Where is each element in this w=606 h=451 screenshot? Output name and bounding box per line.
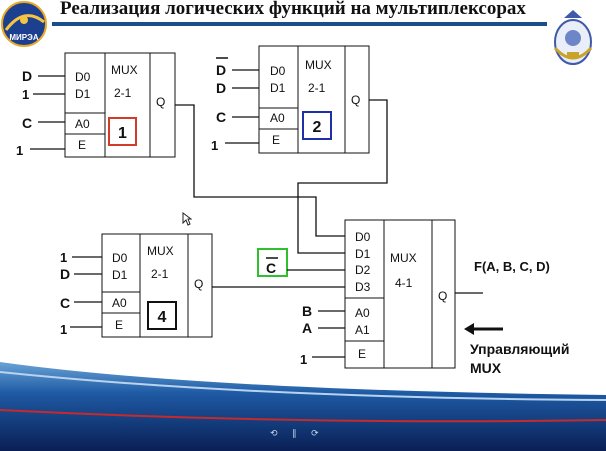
mux1-type: 2-1 — [114, 86, 132, 100]
pause-icon[interactable]: ∥ — [292, 428, 297, 438]
control-label-line2: MUX — [470, 360, 502, 376]
emblem-logo — [553, 10, 593, 65]
mux2-type: 2-1 — [308, 81, 326, 95]
mirea-logo: МИРЭА — [1, 1, 47, 47]
main-signal-e: 1 — [300, 352, 307, 367]
mux1-select-a0: A0 — [75, 117, 90, 131]
mux1-name: MUX — [111, 63, 138, 77]
main-input-d2: D2 — [355, 263, 371, 277]
main-name: MUX — [390, 251, 417, 265]
mux1-number: 1 — [118, 125, 127, 142]
mux4-signal-d1: D — [60, 266, 70, 282]
mux4-enable: E — [115, 318, 123, 332]
main-type: 4-1 — [395, 276, 413, 290]
c-bar-box — [257, 248, 288, 277]
interconnect-wires — [175, 99, 388, 288]
main-input-d1: D1 — [355, 247, 371, 261]
mux4-input-d0: D0 — [112, 251, 128, 265]
main-output-q: Q — [438, 289, 447, 303]
mux4-output-q: Q — [194, 277, 203, 291]
main-select-a0: A0 — [355, 306, 370, 320]
main-input-d0: D0 — [355, 230, 371, 244]
mux2-output-q: Q — [351, 93, 360, 107]
mux1-output-q: Q — [156, 95, 165, 109]
title-underline — [52, 22, 547, 26]
mux-2: D0 D1 A0 E MUX 2-1 Q 2 D D C 1 — [211, 45, 370, 154]
mux2-signal-d0: D — [216, 62, 226, 78]
main-signal-b: B — [302, 303, 312, 319]
main-select-a1: A1 — [355, 323, 370, 337]
mux2-signal-e: 1 — [211, 138, 218, 153]
mux2-enable: E — [272, 133, 280, 147]
mux1-input-d0: D0 — [75, 70, 91, 84]
control-label-line1: Управляющий — [470, 341, 569, 357]
mux-4: D0 D1 A0 E MUX 2-1 Q 4 1 D C 1 — [60, 233, 213, 338]
mux4-name: MUX — [147, 244, 174, 258]
mux4-signal-e: 1 — [60, 322, 67, 337]
mux2-signal-a0: C — [216, 109, 226, 125]
main-input-d3: D3 — [355, 280, 371, 294]
mux-main: D0 D1 D2 D3 A0 A1 E MUX 4-1 Q F(A, B, C,… — [300, 219, 550, 369]
mux1-signal-d1: 1 — [22, 87, 29, 102]
mux1-enable: E — [78, 138, 86, 152]
logo-text: МИРЭА — [9, 33, 38, 42]
control-arrow — [464, 323, 503, 335]
mux4-type: 2-1 — [151, 267, 169, 281]
footer-wave — [0, 362, 606, 451]
next-icon[interactable]: ⟳ — [311, 428, 319, 438]
mux4-select-a0: A0 — [112, 296, 127, 310]
mux2-input-d1: D1 — [270, 81, 286, 95]
mux1-signal-a0: C — [22, 115, 32, 131]
mux2-select-a0: A0 — [270, 111, 285, 125]
mux-1: D0 D1 A0 E MUX 2-1 Q 1 D 1 C 1 — [16, 52, 176, 158]
mux4-number: 4 — [158, 309, 167, 326]
slide-nav: ⟲ ∥ ⟳ — [270, 428, 331, 439]
main-output-label: F(A, B, C, D) — [474, 259, 550, 274]
mux2-signal-d1: D — [216, 80, 226, 96]
c-bar-label: C — [266, 260, 276, 276]
mux1-number-box — [108, 117, 137, 146]
prev-icon[interactable]: ⟲ — [270, 428, 278, 438]
c-bar-input: C — [257, 248, 345, 277]
mux4-number-box — [147, 301, 177, 330]
main-enable: E — [358, 347, 366, 361]
mux4-input-d1: D1 — [112, 268, 128, 282]
mux2-name: MUX — [305, 58, 332, 72]
slide-title: Реализация логических функций на мультип… — [60, 0, 526, 19]
mux2-number: 2 — [313, 119, 322, 136]
mux1-input-d1: D1 — [75, 87, 91, 101]
mux4-signal-a0: C — [60, 295, 70, 311]
mux1-signal-d0: D — [22, 68, 32, 84]
mux4-signal-d0: 1 — [60, 250, 67, 265]
main-signal-a: A — [302, 320, 312, 336]
mux2-input-d0: D0 — [270, 64, 286, 78]
mouse-cursor-icon — [182, 212, 192, 226]
mux1-signal-e: 1 — [16, 143, 23, 158]
mux2-number-box — [302, 111, 332, 140]
